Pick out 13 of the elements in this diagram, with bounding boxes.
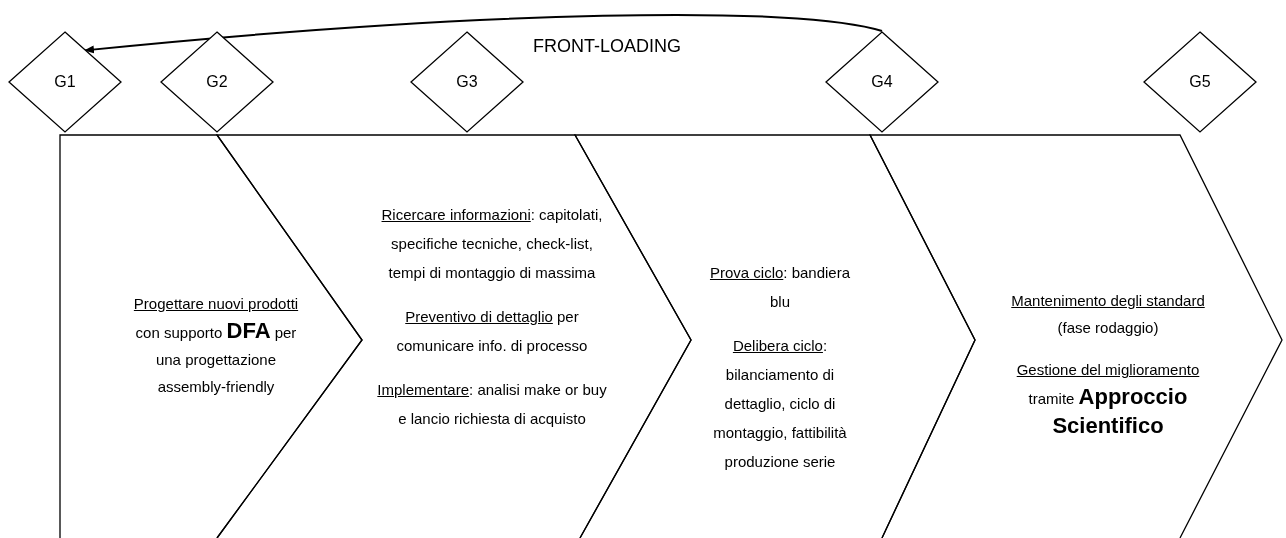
phase-description: Mantenimento degli standard (fase rodaggio)	[1010, 291, 1206, 338]
gate-label: G5	[1189, 73, 1211, 91]
gate-label: G3	[456, 73, 478, 91]
gate-label: G2	[206, 73, 228, 91]
phase-description: Ricercare informazioni: capitolati, specifiche tecniche, check-list, tempi di montaggio di massima	[380, 205, 604, 283]
gate-label: G4	[871, 73, 893, 91]
phase-description: Delibera ciclo: bilanciamento di dettaglio, ciclo di montaggio, fattibilità produzione serie	[712, 336, 848, 472]
phase-description: Preventivo di dettaglio per comunicare info. di processo	[395, 307, 589, 356]
phase-description: Progettare nuovi prodotti con supporto DFA per una progettazione assembly-friendly	[133, 294, 299, 397]
phase-description: Gestione del miglioramento tramite Approccio Scientifico	[1015, 360, 1201, 440]
phase-description: Implementare: analisi make or buy e lancio richiesta di acquisto	[376, 380, 608, 429]
phase-description: Prova ciclo: bandiera blu	[708, 263, 852, 312]
gate-label: G1	[54, 73, 76, 91]
